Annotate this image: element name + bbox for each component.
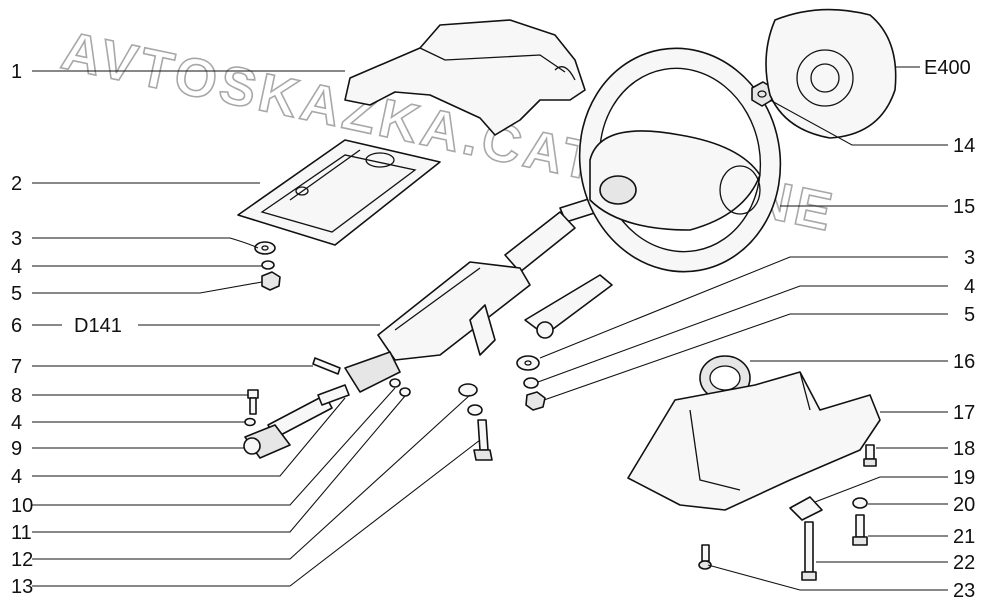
- washer-12: [467, 404, 483, 416]
- callout-4-right: 4: [964, 276, 975, 298]
- callout-12: 12: [11, 549, 33, 571]
- callout-19: 19: [953, 467, 975, 489]
- callout-11: 11: [11, 522, 32, 544]
- upper-column-cover: [344, 19, 586, 136]
- screw-18: [863, 444, 877, 467]
- washer-4-center: [389, 378, 401, 388]
- callout-4: 4: [11, 256, 22, 278]
- callout-2: 2: [11, 173, 22, 195]
- callout-15: 15: [953, 196, 975, 218]
- leader-lines: [32, 70, 948, 591]
- clip-19: [789, 496, 823, 521]
- washer-4-left: [261, 260, 275, 270]
- washer-4-right: [523, 377, 539, 389]
- callout-23: 23: [953, 580, 975, 602]
- callout-6-ref: D141: [74, 315, 122, 337]
- callout-16: 16: [953, 351, 975, 373]
- callout-3: 3: [11, 228, 22, 250]
- nut-5-right: [525, 391, 546, 411]
- steering-wheel: [578, 47, 782, 273]
- callout-5-right: 5: [964, 304, 975, 326]
- callout-3-right: 3: [964, 247, 975, 269]
- screw-21: [852, 514, 868, 546]
- callout-18: 18: [953, 438, 975, 460]
- bolt-8: [247, 389, 259, 415]
- callout-9: 9: [11, 438, 22, 460]
- callout-5: 5: [11, 283, 22, 305]
- bolt-7: [312, 357, 341, 375]
- callouts-right: E400 14 15 3 4 5 16 17 18 19 20 21 22 23: [896, 57, 975, 602]
- washer-3-right: [516, 355, 540, 371]
- callout-17: 17: [953, 402, 975, 424]
- callout-7: 7: [11, 356, 22, 378]
- nut-5-left: [261, 271, 281, 291]
- mounting-bracket: [237, 139, 441, 246]
- callout-6: 6: [11, 315, 22, 337]
- screw-23: [698, 544, 712, 570]
- screw-13: [473, 419, 493, 461]
- callout-4c: 4: [11, 466, 22, 488]
- nut-10: [399, 387, 411, 397]
- callout-airbag-ref: E400: [924, 57, 971, 79]
- callout-1: 1: [11, 61, 22, 83]
- washer-11: [458, 383, 478, 397]
- washer-4-left-lower: [244, 417, 256, 427]
- screw-22: [801, 521, 817, 581]
- washer-3-left: [254, 241, 276, 255]
- callout-10: 10: [11, 495, 33, 517]
- washer-20: [852, 497, 868, 509]
- callout-20: 20: [953, 494, 975, 516]
- callout-22: 22: [953, 552, 975, 574]
- airbag-module: [765, 8, 897, 139]
- callout-13: 13: [11, 576, 33, 598]
- callout-4b: 4: [11, 412, 22, 434]
- steering-column: [344, 195, 613, 393]
- callout-21: 21: [953, 526, 975, 548]
- intermediate-shaft: [243, 384, 350, 459]
- lower-column-cover: [627, 371, 881, 511]
- callout-8: 8: [11, 385, 22, 407]
- callouts-left: 1 2 3 4 5 6 D141 7 8 4 9 4 10 11 12 13: [11, 61, 122, 598]
- callout-14: 14: [953, 135, 975, 157]
